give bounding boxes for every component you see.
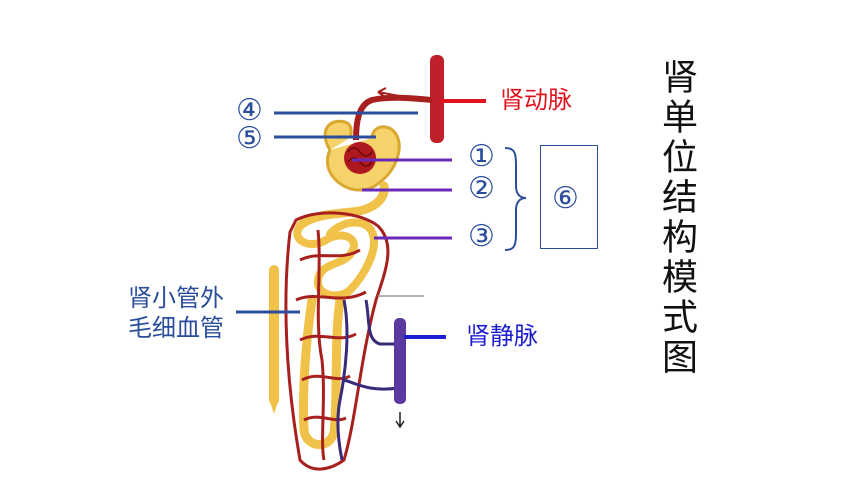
- flow-arrow-icon: [377, 87, 411, 99]
- convoluted-tubule: [293, 218, 378, 300]
- afferent-arteriole: [353, 94, 433, 141]
- proximal-tubule-neck: [295, 181, 389, 231]
- peritubular-capillaries: [284, 211, 390, 471]
- marker-4: ④: [236, 93, 263, 128]
- collecting-duct-drip: [270, 402, 278, 414]
- diagram-title: 肾单位结构模式图: [656, 58, 697, 378]
- capillary-label-line1: 肾小管外: [128, 284, 224, 312]
- marker-6: ⑥: [552, 181, 579, 216]
- marker-2: ②: [468, 171, 495, 206]
- marker-3: ③: [468, 219, 495, 254]
- group-box: [540, 145, 598, 249]
- marker-1: ①: [468, 139, 495, 174]
- glomerulus: [344, 142, 376, 174]
- renal-artery-vessel: [430, 55, 444, 143]
- renal-vein-label: 肾静脉: [466, 322, 538, 350]
- renal-vein-vessel: [394, 318, 406, 404]
- renal-artery-label: 肾动脉: [500, 86, 572, 114]
- glomerulus-loops: [347, 147, 373, 167]
- capillary-label-line2: 毛细血管: [128, 314, 224, 342]
- venous-network: [336, 299, 399, 461]
- marker-5: ⑤: [236, 121, 263, 156]
- group-bracket: [504, 147, 527, 251]
- loop-of-henle: [298, 295, 345, 449]
- vein-arrow-icon: [395, 412, 405, 429]
